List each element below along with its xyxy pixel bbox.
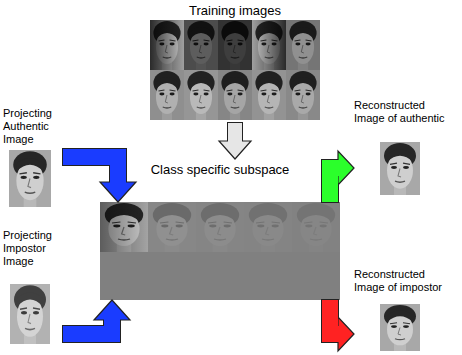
shadow (286, 70, 320, 120)
block-arrow (330, 299, 354, 351)
subspace-panel (100, 202, 340, 300)
shadow (252, 70, 286, 120)
face-image (286, 70, 320, 120)
arrow-head (338, 151, 354, 185)
image-label: Reconstructed Image of authentic (354, 99, 454, 125)
arrow-shaft (63, 318, 112, 334)
arrow-shaft (330, 168, 340, 202)
face-image (252, 70, 286, 120)
panel-heading: Class specific subspace (80, 162, 360, 177)
shadow (184, 70, 218, 120)
subspace-residual (100, 252, 340, 300)
arrow-shaft (63, 157, 118, 184)
impostor-tint (10, 284, 50, 344)
eigenface (292, 202, 340, 252)
face-image (218, 20, 252, 70)
eigenface (100, 202, 148, 252)
face-image (150, 70, 184, 120)
impostor-face (10, 284, 50, 344)
shadow (150, 70, 184, 120)
arrow-head (94, 300, 130, 320)
image-label: Reconstructed Image of impostor (354, 268, 454, 294)
authentic-image: Projecting Authentic Image (3, 107, 63, 210)
training-images: Training images (148, 3, 322, 123)
shadow (150, 20, 184, 70)
reconstructed-authentic: Reconstructed Image of authentic (354, 99, 458, 197)
face-image (252, 20, 286, 70)
shadow (218, 70, 252, 120)
shadow (252, 20, 286, 70)
face-image (184, 70, 218, 120)
eigenface (148, 202, 196, 252)
arrow-head (100, 182, 136, 202)
block-arrow (62, 300, 130, 334)
block-arrow (62, 157, 136, 202)
impostor-image: Projecting Impostor Image (3, 229, 63, 347)
class-subspace: Class specific subspace (100, 202, 340, 300)
image-label: Training images (148, 3, 322, 18)
face-image (286, 20, 320, 70)
image-label: Projecting Impostor Image (3, 229, 61, 268)
reconstructed-impostor: Reconstructed Image of impostor (354, 268, 458, 352)
arrow-head (338, 317, 354, 351)
block-arrow (219, 122, 251, 159)
arrow-shaft (330, 300, 340, 334)
eigenface (244, 202, 292, 252)
block-arrow (330, 151, 354, 203)
shadow (100, 202, 148, 252)
shadow (184, 20, 218, 70)
training-faces (150, 20, 320, 120)
eigenface (196, 202, 244, 252)
shadow (218, 20, 252, 70)
subspace-ground (100, 202, 340, 300)
face-image (150, 20, 184, 70)
arrow-shaft (228, 123, 242, 143)
face-image (218, 70, 252, 120)
authentic-face (9, 150, 51, 207)
reconstructed-face (380, 304, 420, 351)
arrow-head (219, 141, 251, 159)
reconstructed-face (380, 142, 420, 195)
shadow (286, 20, 320, 70)
image-label: Projecting Authentic Image (3, 107, 61, 146)
face-image (184, 20, 218, 70)
